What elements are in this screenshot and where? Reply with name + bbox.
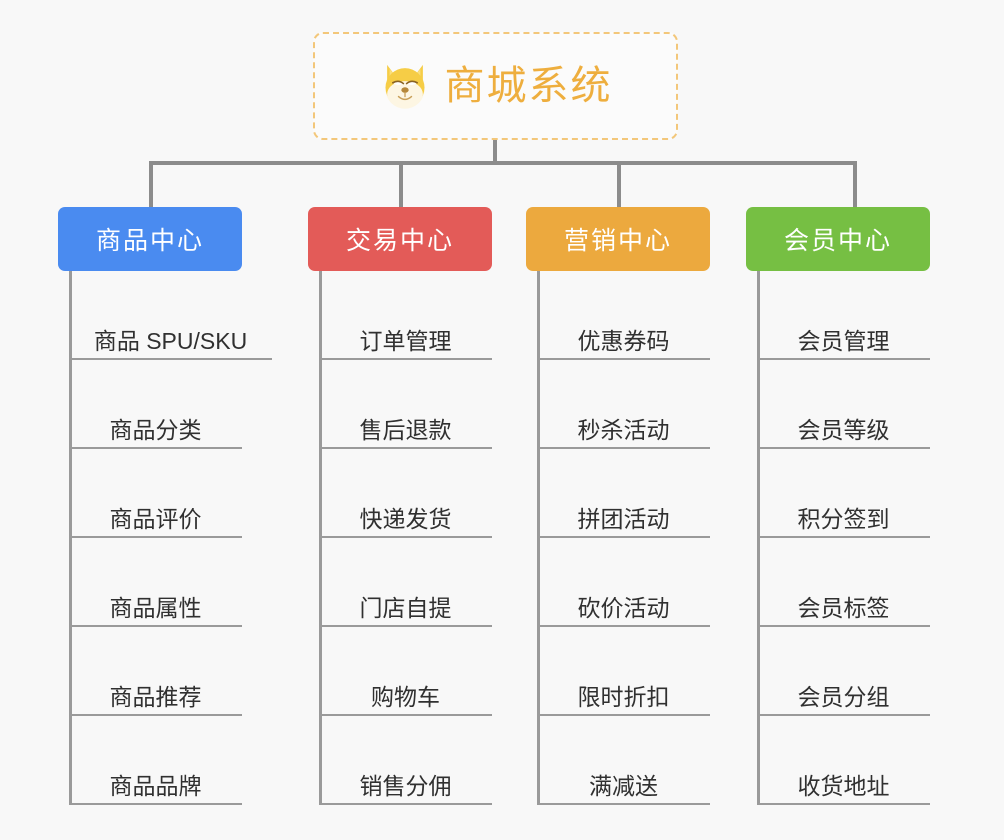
- branch-member-center: 会员中心 会员管理 会员等级 积分签到 会员标签 会员分组 收货地址: [746, 207, 930, 805]
- category-header-label: 商品中心: [95, 227, 204, 255]
- leaf-item[interactable]: 快递发货: [319, 449, 492, 538]
- category-header-marketing-center[interactable]: 营销中心: [526, 207, 710, 271]
- connector-bar: [149, 161, 857, 165]
- leaf-label: 商品品牌: [109, 772, 202, 799]
- leaf-list-product-center: 商品 SPU/SKU 商品分类 商品评价 商品属性 商品推荐 商品品牌: [58, 271, 272, 805]
- leaf-item[interactable]: 商品推荐: [69, 627, 242, 716]
- leaf-item[interactable]: 订单管理: [319, 271, 492, 360]
- shiba-dog-icon: [379, 60, 431, 112]
- leaf-label: 销售分佣: [359, 772, 452, 799]
- leaf-label: 拼团活动: [577, 505, 670, 532]
- leaf-item[interactable]: 优惠券码: [537, 271, 710, 360]
- leaf-item[interactable]: 满减送: [537, 716, 710, 805]
- leaf-item[interactable]: 砍价活动: [537, 538, 710, 627]
- leaf-item[interactable]: 会员等级: [757, 360, 930, 449]
- connector-drop-1: [149, 161, 153, 207]
- leaf-label: 会员管理: [797, 327, 890, 354]
- leaf-item[interactable]: 商品 SPU/SKU: [69, 271, 272, 360]
- leaf-item[interactable]: 会员分组: [757, 627, 930, 716]
- leaf-label: 秒杀活动: [577, 416, 670, 443]
- connector-stem: [493, 140, 497, 164]
- leaf-label: 收货地址: [797, 772, 890, 799]
- leaf-item[interactable]: 购物车: [319, 627, 492, 716]
- leaf-label: 会员等级: [797, 416, 890, 443]
- leaf-label: 商品分类: [109, 416, 202, 443]
- leaf-item[interactable]: 门店自提: [319, 538, 492, 627]
- leaf-item[interactable]: 商品属性: [69, 538, 242, 627]
- leaf-label: 购物车: [371, 683, 440, 710]
- leaf-item[interactable]: 商品评价: [69, 449, 242, 538]
- root-node[interactable]: 商城系统: [313, 32, 678, 140]
- root-title: 商城系统: [444, 64, 613, 108]
- leaf-label: 砍价活动: [577, 594, 670, 621]
- leaf-label: 售后退款: [359, 416, 452, 443]
- leaf-label: 订单管理: [359, 327, 452, 354]
- category-header-product-center[interactable]: 商品中心: [58, 207, 242, 271]
- leaf-item[interactable]: 秒杀活动: [537, 360, 710, 449]
- connector-drop-2: [399, 161, 403, 207]
- category-header-member-center[interactable]: 会员中心: [746, 207, 930, 271]
- leaf-label: 限时折扣: [577, 683, 670, 710]
- branch-product-center: 商品中心 商品 SPU/SKU 商品分类 商品评价 商品属性 商品推荐 商品品牌: [58, 207, 272, 805]
- leaf-label: 积分签到: [797, 505, 890, 532]
- leaf-label: 会员分组: [797, 683, 890, 710]
- leaf-item[interactable]: 收货地址: [757, 716, 930, 805]
- leaf-item[interactable]: 商品分类: [69, 360, 242, 449]
- leaf-item[interactable]: 销售分佣: [319, 716, 492, 805]
- connector-drop-4: [853, 161, 857, 207]
- category-header-trade-center[interactable]: 交易中心: [308, 207, 492, 271]
- branch-trade-center: 交易中心 订单管理 售后退款 快递发货 门店自提 购物车 销售分佣: [308, 207, 492, 805]
- connector-drop-3: [617, 161, 621, 207]
- leaf-item[interactable]: 商品品牌: [69, 716, 242, 805]
- leaf-item[interactable]: 限时折扣: [537, 627, 710, 716]
- leaf-label: 满减送: [589, 772, 658, 799]
- leaf-item[interactable]: 会员管理: [757, 271, 930, 360]
- leaf-label: 商品评价: [109, 505, 202, 532]
- leaf-list-trade-center: 订单管理 售后退款 快递发货 门店自提 购物车 销售分佣: [308, 271, 492, 805]
- leaf-list-member-center: 会员管理 会员等级 积分签到 会员标签 会员分组 收货地址: [746, 271, 930, 805]
- leaf-label: 优惠券码: [577, 327, 670, 354]
- leaf-item[interactable]: 积分签到: [757, 449, 930, 538]
- category-header-label: 会员中心: [783, 227, 892, 255]
- leaf-list-marketing-center: 优惠券码 秒杀活动 拼团活动 砍价活动 限时折扣 满减送: [526, 271, 710, 805]
- leaf-label: 商品推荐: [109, 683, 202, 710]
- branch-marketing-center: 营销中心 优惠券码 秒杀活动 拼团活动 砍价活动 限时折扣 满减送: [526, 207, 710, 805]
- leaf-label: 商品 SPU/SKU: [93, 327, 248, 354]
- leaf-label: 会员标签: [797, 594, 890, 621]
- category-header-label: 交易中心: [345, 227, 454, 255]
- category-header-label: 营销中心: [563, 227, 672, 255]
- leaf-item[interactable]: 售后退款: [319, 360, 492, 449]
- leaf-item[interactable]: 拼团活动: [537, 449, 710, 538]
- leaf-label: 快递发货: [359, 505, 452, 532]
- leaf-item[interactable]: 会员标签: [757, 538, 930, 627]
- leaf-label: 商品属性: [109, 594, 202, 621]
- leaf-label: 门店自提: [359, 594, 452, 621]
